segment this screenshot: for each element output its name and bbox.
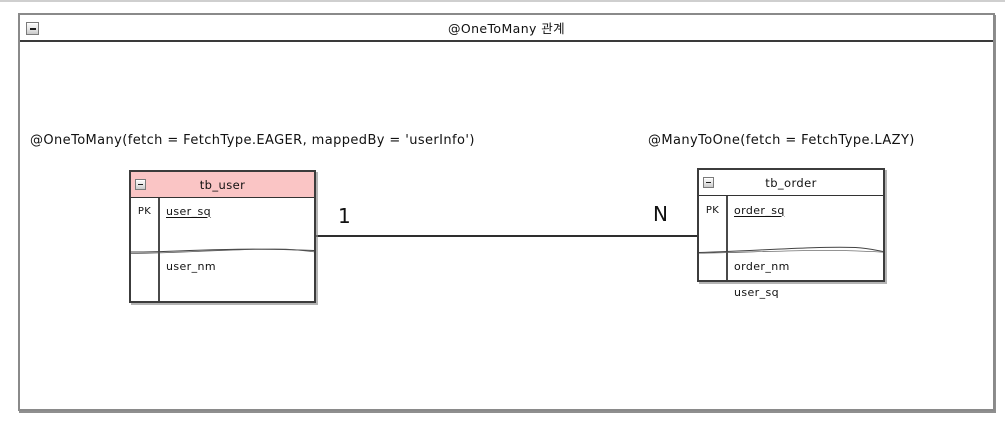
table-tb-order[interactable]: tb_order PK order_sq order_nm user_sq [697,168,885,299]
pk-badge: PK [137,205,152,217]
minus-icon [706,181,711,184]
pk-badge: PK [705,204,720,216]
table-body: PK order_sq order_nm user_sq [699,196,883,299]
key-column-divider [158,198,160,301]
annotation-manytoone: @ManyToOne(fetch = FetchType.LAZY) [648,133,915,148]
table-row[interactable]: order_nm [699,254,883,278]
relationship-line[interactable] [316,235,697,237]
minus-icon [138,183,143,186]
field-name: user_nm [166,259,216,273]
cardinality-one-label: 1 [338,204,351,228]
hand-drawn-divider [131,245,314,255]
table-row[interactable]: PK user_sq [131,198,314,224]
field-name: order_nm [734,259,790,273]
key-column-divider [726,196,728,280]
table-tb-user-header: tb_user [131,172,314,198]
table-collapse-icon[interactable] [703,177,714,188]
frame-titlebar: @OneToMany 관계 [20,15,993,42]
table-row[interactable]: user_sq [699,280,883,304]
minus-icon [29,27,36,30]
table-row[interactable]: PK order_sq [699,197,883,223]
table-title: tb_order [765,175,817,190]
frame-collapse-icon[interactable] [26,22,39,35]
cardinality-many-label: N [653,202,668,226]
table-collapse-icon[interactable] [135,179,146,190]
table-body: PK user_sq user_nm [131,198,314,301]
table-title: tb_user [199,177,246,192]
frame-title: @OneToMany 관계 [447,21,566,36]
field-name: user_sq [734,285,780,299]
window-top-divider [0,0,1005,2]
table-tb-user[interactable]: tb_user PK user_sq user_nm [129,170,316,303]
field-name: user_sq [166,204,212,218]
table-row[interactable]: user_nm [131,254,314,278]
field-name: order_sq [734,203,785,217]
hand-drawn-divider [699,245,883,255]
table-tb-order-header: tb_order [699,170,883,196]
annotation-onetomany: @OneToMany(fetch = FetchType.EAGER, mapp… [30,133,475,148]
